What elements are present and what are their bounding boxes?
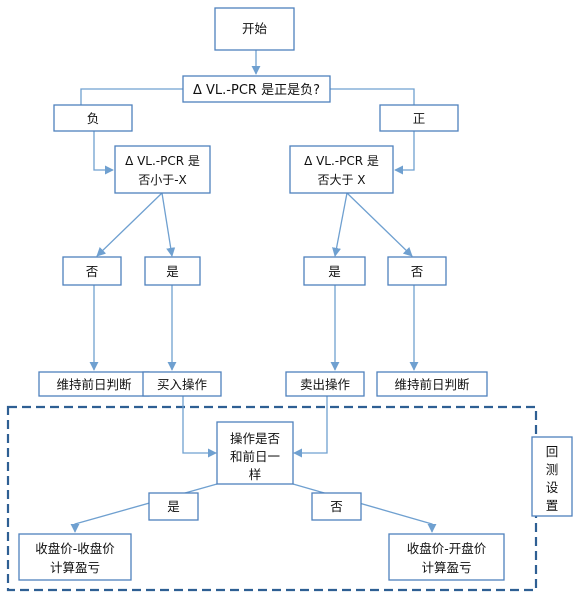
edge-greater-to-yes [332,192,348,257]
node-left-yes-label: 是 [166,264,179,279]
backtest-char-1: 回 [546,444,559,459]
node-positive-label: 正 [413,111,426,126]
node-buy-label: 买入操作 [157,377,208,392]
node-keep-prev-right: 维持前日判断 [376,371,488,397]
node-pnl-close-open-line1: 收盘价-开盘价 [407,541,487,556]
node-keep-prev-right-label: 维持前日判断 [394,377,469,392]
node-less-than-x-line1: Δ VL.-PCR 是 [125,154,200,168]
node-right-yes: 是 [303,256,366,286]
node-right-yes-label: 是 [328,264,341,279]
node-pnl-close-close: 收盘价-收盘价 计算盈亏 [18,533,132,581]
node-less-than-x-line2: 否小于-X [138,173,187,187]
edge-sell-to-compare [293,396,328,458]
node-sell-label: 卖出操作 [300,377,351,392]
node-keep-prev-left: 维持前日判断 [38,371,150,397]
node-buy: 买入操作 [142,371,222,397]
node-positive: 正 [379,104,459,132]
node-same-as-prev: 操作是否 和前日一 样 [216,421,294,485]
node-pnl-close-close-line1: 收盘价-收盘价 [35,541,115,556]
backtest-char-4: 置 [546,498,559,513]
node-sign-question-label: Δ VL.-PCR 是正是负? [193,83,320,98]
edge-greater-to-no [346,192,413,257]
node-same-no-label: 否 [330,499,343,514]
node-greater-than-x-line1: Δ VL.-PCR 是 [304,154,379,168]
edge-buy-to-compare [182,396,217,458]
node-right-no-label: 否 [411,264,424,279]
edge-question-to-positive [330,88,415,105]
node-pnl-close-open-line2: 计算盈亏 [421,560,471,575]
node-same-as-prev-line2: 和前日一 [230,449,280,464]
node-sell: 卖出操作 [285,371,365,397]
node-greater-than-x: Δ VL.-PCR 是 否大于 X [289,145,394,194]
node-sign-question: Δ VL.-PCR 是正是负? [182,75,331,103]
node-start-label: 开始 [242,21,268,36]
node-same-as-prev-line3: 样 [249,467,262,482]
edge-question-to-negative [80,88,183,105]
edge-less-to-yes [161,192,176,257]
node-same-yes-label: 是 [167,499,180,514]
node-left-yes: 是 [144,256,201,286]
node-greater-than-x-line2: 否大于 X [317,173,365,187]
node-start: 开始 [214,7,295,51]
edge-negative-to-check [93,131,114,175]
node-right-no: 否 [387,256,447,286]
node-less-than-x: Δ VL.-PCR 是 否小于-X [114,145,211,194]
backtest-char-3: 设 [546,480,559,495]
edge-positive-to-check [394,131,415,175]
edges [70,50,437,533]
backtest-char-2: 测 [546,462,559,477]
node-pnl-close-close-line2: 计算盈亏 [50,560,100,575]
node-left-no-label: 否 [86,264,99,279]
node-same-as-prev-line1: 操作是否 [230,431,280,446]
node-keep-prev-left-label: 维持前日判断 [56,377,131,392]
node-left-no: 否 [62,256,122,286]
node-same-yes: 是 [148,492,199,521]
backtest-label-box: 回 测 设 置 [531,436,573,517]
node-negative-label: 负 [87,111,100,126]
node-negative: 负 [53,104,133,132]
node-same-no: 否 [311,492,362,521]
edge-less-to-no [96,192,163,257]
node-pnl-close-open: 收盘价-开盘价 计算盈亏 [388,533,505,581]
